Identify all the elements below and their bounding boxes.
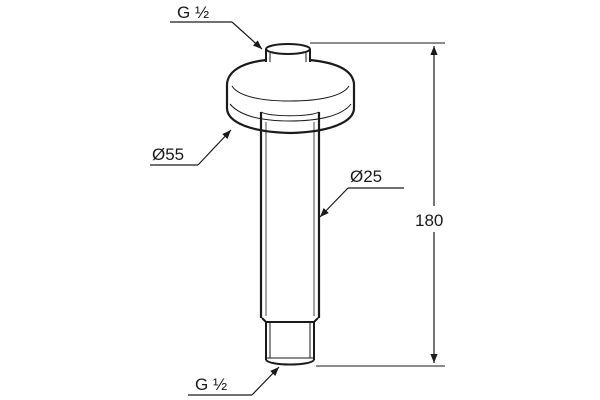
thread-bottom-label: G ½: [195, 375, 227, 394]
thread-top-label: G ½: [177, 3, 209, 22]
bottom-thread: [261, 317, 319, 366]
flange-diameter-leader: Ø55: [150, 129, 232, 166]
pipe-diameter-label: Ø25: [350, 167, 382, 186]
pipe-diameter-leader: Ø25: [319, 167, 404, 218]
pipe: [259, 111, 321, 318]
length-dimension: 180: [310, 42, 456, 367]
length-label: 180: [415, 211, 443, 230]
top-thread: [265, 43, 311, 62]
flange-diameter-label: Ø55: [152, 145, 184, 164]
flange: [225, 58, 356, 135]
thread-top-leader: G ½: [170, 3, 263, 50]
thread-bottom-leader: G ½: [188, 366, 280, 396]
